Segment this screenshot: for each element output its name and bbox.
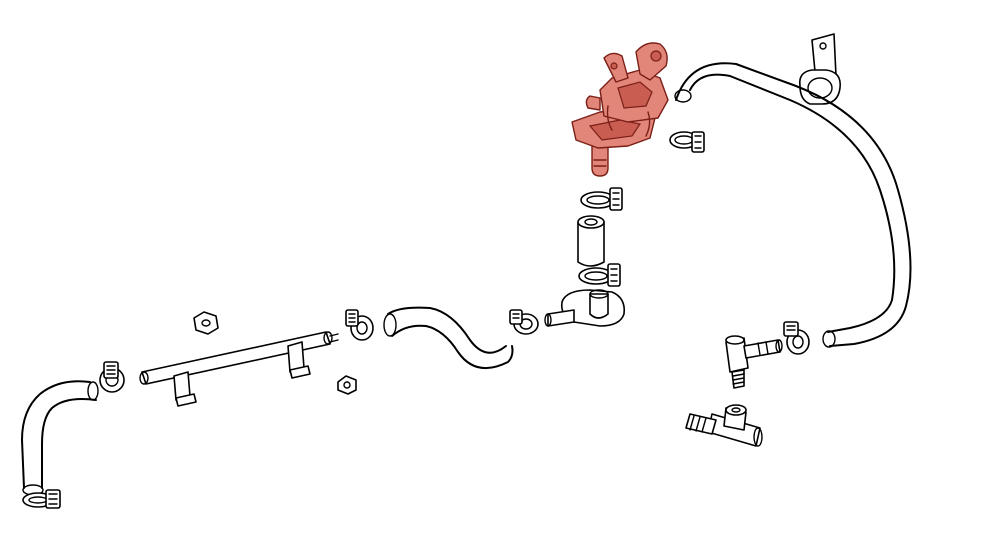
left-l-hose[interactable] [21,380,99,496]
vertical-hose-section[interactable] [577,215,605,267]
long-curved-hose[interactable] [674,62,912,348]
hose-clamp-middle-right[interactable] [509,309,539,335]
hose-clamp-valve-bottom[interactable] [578,263,621,287]
hose-clamp-left[interactable] [99,361,125,393]
hose-clamp-upper-right[interactable] [669,131,705,153]
support-bracket-clamp[interactable] [798,33,842,105]
metal-fuel-pipe[interactable] [139,331,339,407]
fuel-valve-assembly[interactable] [571,42,669,177]
right-angle-nipple[interactable] [725,335,783,389]
hose-clamp-valve-lower[interactable] [580,187,623,211]
tee-fitting[interactable] [685,404,763,447]
middle-s-hose[interactable] [383,306,514,370]
hose-clamp-lower-right[interactable] [783,321,810,355]
washer[interactable] [337,375,357,395]
elbow-connector[interactable] [544,289,626,327]
hose-clamp-middle-left[interactable] [345,309,374,341]
nut[interactable] [193,311,219,335]
hose-clamp-bottom-left[interactable] [22,489,61,509]
